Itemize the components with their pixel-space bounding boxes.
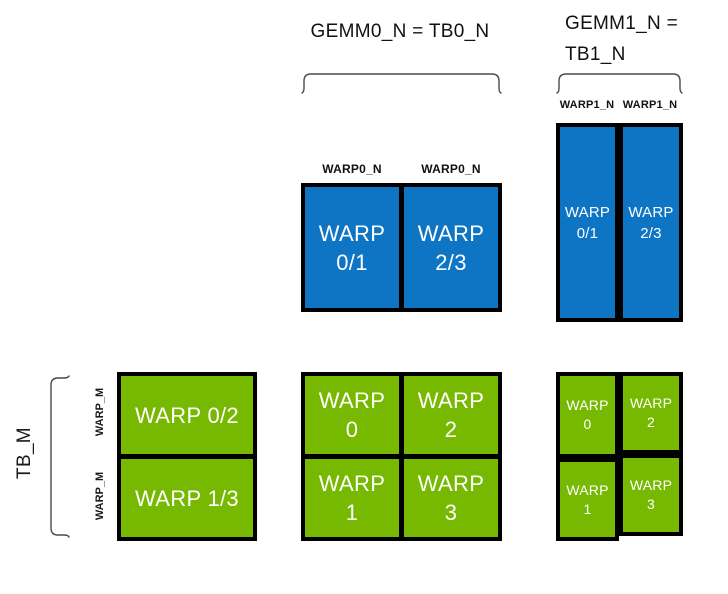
warp-row-tile-13: WARP 1/3 [121,459,253,537]
gemm0-warp-tile-01: WARP 0/1 [305,187,399,308]
warp-tile-ids: 2/3 [435,249,467,275]
warp-tile-label: WARP [566,481,609,498]
tb-m-bracket [50,375,70,538]
warp-tile-label: WARP [318,388,386,413]
gemm0-accum-warp2: WARP 2 [404,376,498,454]
warp-tile-ids: 0/1 [336,249,368,275]
gemm0-accum-warp0: WARP 0 [305,376,399,454]
warp-tile-label: WARP [417,388,485,413]
warp-tile-label: WARP [629,395,673,411]
gemm0-warp-tile-grid: WARP 0/1 WARP 2/3 [301,183,502,312]
gemm1-accum-warp1: WARP 1 [556,458,619,541]
gemm0-n-heading: GEMM0_N = TB0_N [310,21,490,42]
warp-row-tile-02: WARP 0/2 [121,376,253,454]
warp-tile-ids: 0/1 [576,224,599,242]
warp-m-label-bottom: WARP_M [94,471,106,521]
gemm1-warp-tile-01: WARP 0/1 [556,123,619,322]
warp-row-label: WARP 0/2 [135,402,239,428]
warp-tile-label: WARP [629,477,673,493]
warp-tile-label: WARP [566,397,609,413]
warp1-n-label-right: WARP1_N [622,99,678,111]
gemm1-n-heading-line2: TB1_N [565,44,626,65]
warp-tile-label: WARP [318,220,386,246]
gemm0-accum-warp1: WARP 1 [305,459,399,537]
warp-tile-id: 0 [583,416,592,432]
gemm0-warp-tile-23: WARP 2/3 [404,187,498,308]
warp0-n-label-right: WARP0_N [421,162,481,176]
warp-m-label-top: WARP_M [94,387,106,437]
warp-tile-label: WARP [564,203,611,221]
warp-tile-id: 2 [444,417,458,442]
gemm1-n-heading-line1: GEMM1_N = [565,13,679,34]
warp1-n-label-left: WARP1_N [559,99,615,111]
warp-tile-id: 3 [647,496,655,512]
warp-tile-id: 3 [444,500,458,525]
gemm1-warp-tile-23: WARP 2/3 [619,123,683,322]
gemm0-accum-tile-grid: WARP 0 WARP 2 WARP 1 WARP 3 [301,372,502,541]
warp-tile-id: 1 [583,500,592,517]
tb-m-label: TB_M [14,427,35,479]
gemm1-accum-warp3: WARP 3 [619,454,683,536]
tb-warp-row-grid: WARP 0/2 WARP 1/3 [117,372,257,541]
warp-tile-id: 2 [647,414,655,430]
gemm0-n-bracket [301,73,502,94]
gemm0-accum-warp3: WARP 3 [404,459,498,537]
warp-tile-id: 0 [345,417,359,442]
warp-tile-label: WARP [417,220,485,246]
warp-tile-label: WARP [628,203,674,221]
gemm1-accum-warp2: WARP 2 [619,372,683,454]
gemm1-accum-warp0: WARP 0 [556,372,619,458]
warp-tile-label: WARP [318,471,386,496]
warp0-n-label-left: WARP0_N [322,162,382,176]
warp-tile-ids: 2/3 [640,224,662,242]
warp-tile-id: 1 [345,500,359,525]
gemm1-n-bracket [556,73,683,94]
warp-row-label: WARP 1/3 [135,485,239,511]
warp-tile-label: WARP [417,471,485,496]
gemm1-n-heading: GEMM1_N = TB1_N [565,8,705,70]
